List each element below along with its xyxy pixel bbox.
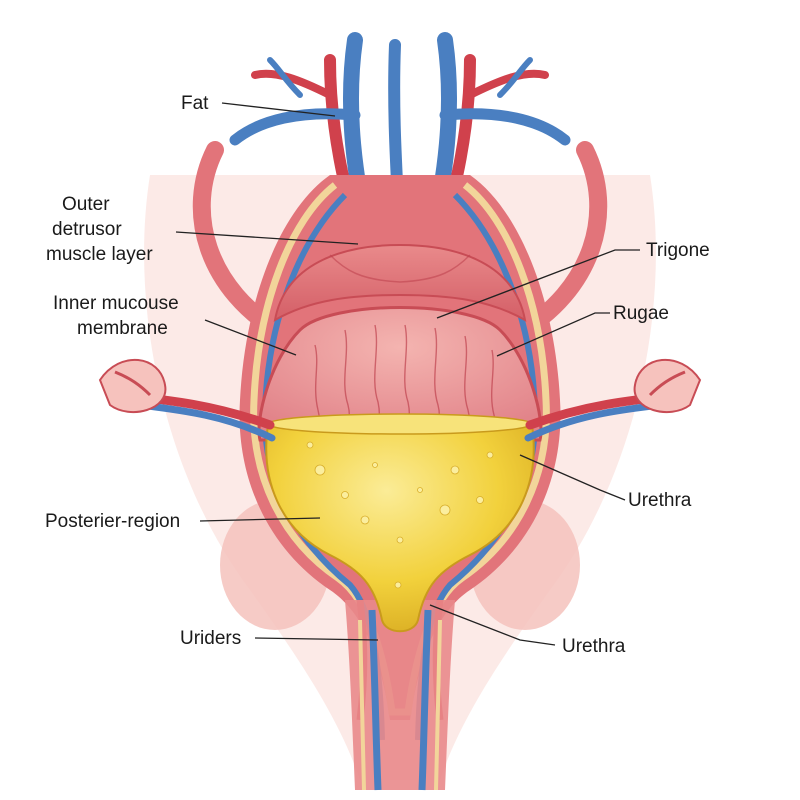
label-outer-line3: muscle layer [46, 244, 153, 265]
label-trigone: Trigone [646, 240, 710, 261]
lower-channel [345, 600, 455, 791]
label-urethra-lower: Urethra [562, 636, 626, 657]
bladder-dome [273, 243, 527, 322]
label-inner-line1: Inner mucouse [53, 293, 179, 314]
label-outer-line2: detrusor [52, 219, 122, 240]
label-inner-line2: membrane [77, 318, 168, 339]
label-ureters: Uriders [180, 628, 241, 649]
left-ureter [98, 358, 276, 442]
label-posterior-region: Posterier-region [45, 511, 180, 532]
leader-lines [175, 102, 640, 646]
label-rugae: Rugae [613, 303, 669, 324]
labels: Fat Outer detrusor muscle layer Inner mu… [45, 93, 710, 657]
label-fat: Fat [181, 93, 209, 114]
urine [265, 413, 535, 633]
right-ureter [524, 358, 702, 442]
label-urethra-upper: Urethra [628, 490, 692, 511]
label-outer-line1: Outer [62, 194, 110, 215]
inner-mucosa [257, 306, 543, 442]
